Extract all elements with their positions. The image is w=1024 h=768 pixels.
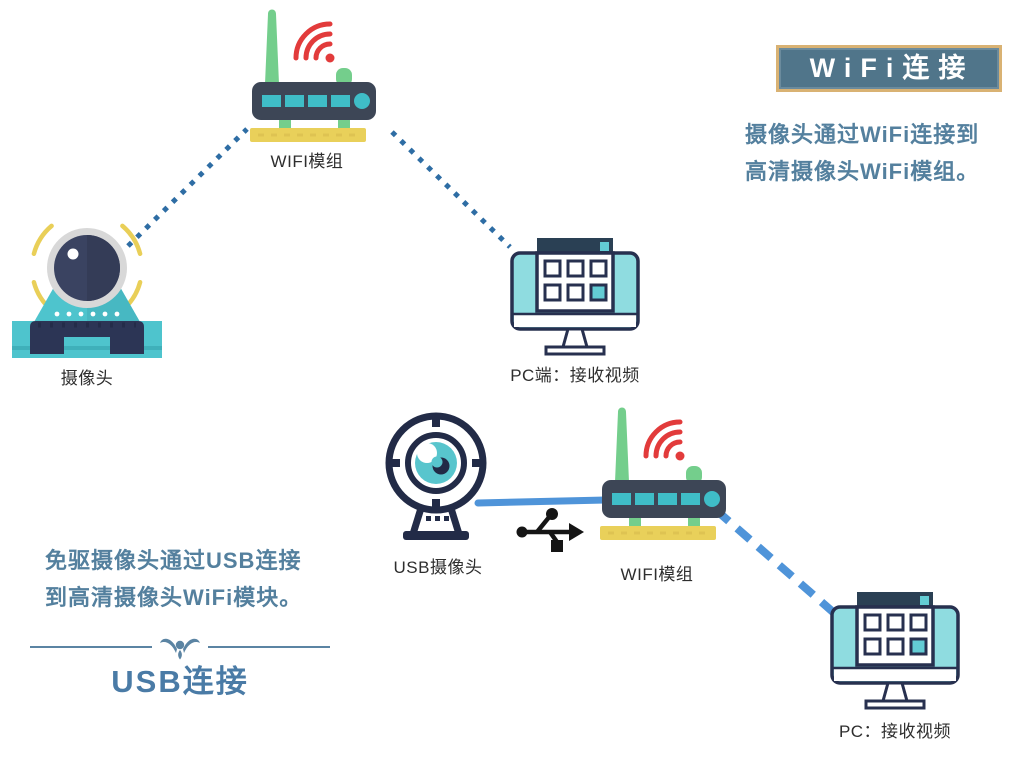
usb-webcam-label: USB摄像头 bbox=[393, 558, 483, 577]
usb-webcam bbox=[383, 403, 493, 545]
divider-rule-left bbox=[30, 646, 152, 648]
pc-monitor-top bbox=[510, 232, 640, 357]
wifi-section-badge: WiFi连接 bbox=[776, 45, 1002, 92]
section-divider bbox=[30, 634, 330, 660]
wifi-router-icon bbox=[250, 9, 376, 142]
wifi-dotted-line-router-to-pc bbox=[390, 130, 512, 249]
pc-monitor-bottom bbox=[830, 586, 960, 711]
fleur-ornament-icon bbox=[160, 638, 200, 660]
pc-monitor-icon bbox=[830, 592, 960, 710]
usb-solid-line-webcam-to-router bbox=[474, 496, 610, 507]
usb-dashed-line-router-to-pc bbox=[713, 506, 844, 623]
usb-section-description: 免驱摄像头通过USB连接 到高清摄像头WiFi模块。 bbox=[45, 542, 335, 616]
wifi-router-icon bbox=[600, 407, 726, 540]
wifi-description-line-2: 高清摄像头WiFi模组。 bbox=[745, 159, 980, 184]
wifi-section-description: 摄像头通过WiFi连接到 高清摄像头WiFi模组。 bbox=[745, 116, 1020, 190]
camera-label: 摄像头 bbox=[60, 369, 114, 388]
divider-rule-right bbox=[208, 646, 330, 648]
pc-monitor-icon bbox=[510, 238, 640, 356]
wifi-router-bottom bbox=[582, 402, 732, 542]
usb-webcam-icon bbox=[385, 412, 487, 540]
surveillance-camera-icon bbox=[12, 223, 162, 358]
wifi-dotted-line-camera-to-router bbox=[126, 127, 249, 248]
usb-description-line-1: 免驱摄像头通过USB连接 bbox=[45, 548, 302, 573]
usb-trident-icon bbox=[516, 508, 584, 552]
wifi-description-line-1: 摄像头通过WiFi连接到 bbox=[745, 122, 980, 147]
wifi-router-top bbox=[232, 4, 382, 144]
usb-symbol bbox=[514, 502, 586, 560]
usb-section-heading: USB连接 bbox=[111, 664, 249, 699]
surveillance-camera bbox=[12, 218, 162, 360]
bottom-router-label: WIFI模组 bbox=[620, 565, 694, 584]
top-router-label: WIFI模组 bbox=[270, 152, 344, 171]
usb-description-line-2: 到高清摄像头WiFi模块。 bbox=[45, 585, 303, 610]
bottom-pc-label: PC：接收视频 bbox=[838, 722, 952, 741]
top-pc-label: PC端：接收视频 bbox=[510, 366, 640, 385]
